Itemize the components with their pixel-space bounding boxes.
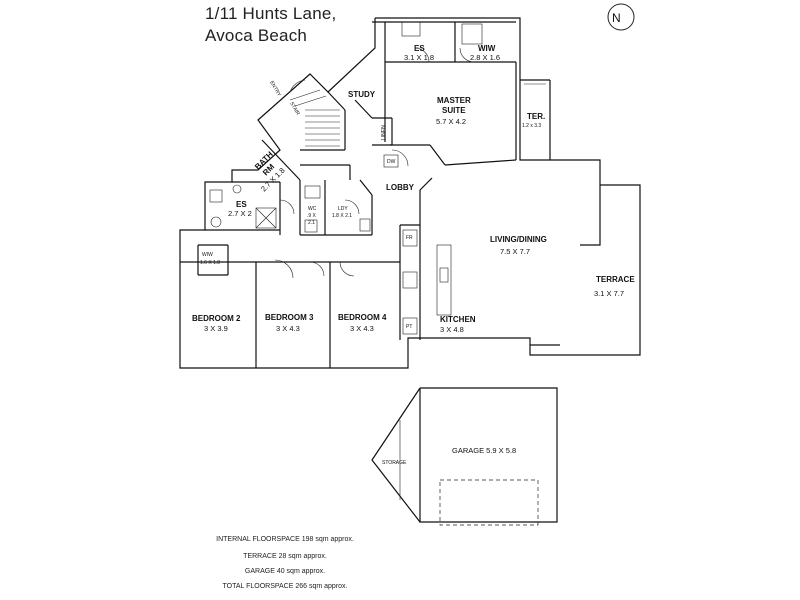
study-label: STUDY <box>348 90 376 99</box>
fixtures <box>209 21 483 335</box>
kitchen-label: KITCHEN <box>440 315 476 324</box>
wiw-top-label: WIW <box>478 44 496 53</box>
ldy-size: 1.8 X 2.1 <box>332 213 352 219</box>
terrace-floorspace: TERRACE 28 sqm approx. <box>243 553 327 560</box>
address-line-2: Avoca Beach <box>205 26 308 45</box>
upper-interior <box>180 22 517 368</box>
wc-size: .9 X <box>307 213 317 219</box>
wc-label: WC <box>308 206 317 212</box>
internal-floorspace: INTERNAL FLOORSPACE 198 sqm approx. <box>216 536 354 543</box>
kitchen-size: 3 X 4.8 <box>440 325 464 334</box>
bedroom-3-size: 3 X 4.3 <box>276 324 300 333</box>
upper-walls <box>179 17 601 369</box>
ter-label: TER. <box>527 112 545 121</box>
master-size: 5.7 X 4.2 <box>436 117 466 126</box>
staircase <box>289 89 340 147</box>
wiw-left-size: 1.6 X 1.8 <box>200 260 220 266</box>
dishwasher-label: DW <box>387 159 396 165</box>
bedroom-2-size: 3 X 3.9 <box>204 324 228 333</box>
compass-letter: N <box>612 11 621 25</box>
terrace-outline <box>529 184 641 356</box>
garage <box>371 387 558 526</box>
floor-plan: ES 3.1 X 1.8 WIW 2.8 X 1.6 MASTER SUITE … <box>179 17 641 526</box>
terrace-label: TERRACE <box>596 275 635 284</box>
storage-label: STORAGE <box>382 460 407 466</box>
living-size: 7.5 X 7.7 <box>500 247 530 256</box>
es-top-label: ES <box>414 44 425 53</box>
stair-label: STAIR <box>288 101 301 117</box>
address-line-1: 1/11 Hunts Lane, <box>205 4 337 23</box>
wiw-left-label: WIW <box>202 252 213 258</box>
bedroom-3-label: BEDROOM 3 <box>265 313 314 322</box>
es-left-size: 2.7 X 2 <box>228 209 252 218</box>
ter-size: 1.2 x 3.3 <box>522 123 541 129</box>
living-label: LIVING/DINING <box>490 235 547 244</box>
north-compass: N <box>606 2 636 32</box>
master-label-2: SUITE <box>442 106 466 115</box>
bedroom-4-label: BEDROOM 4 <box>338 313 387 322</box>
ldy-label: LDY <box>338 206 348 212</box>
lobby-label: LOBBY <box>386 183 415 192</box>
es-left-label: ES <box>236 200 247 209</box>
pantry-label: PT <box>406 324 412 330</box>
wc-size-2: 2.1 <box>308 220 315 226</box>
master-label-1: MASTER <box>437 96 471 105</box>
total-floorspace: TOTAL FLOORSPACE 266 sqm approx. <box>222 583 348 590</box>
fridge-label: FR <box>406 235 413 241</box>
linen-label: LINEN <box>381 125 387 140</box>
wiw-top-size: 2.8 X 1.6 <box>470 53 500 62</box>
garage-label: GARAGE 5.9 X 5.8 <box>452 446 516 455</box>
entry-label: ENTRY <box>268 80 282 98</box>
door-swings <box>274 47 475 279</box>
es-top-size: 3.1 X 1.8 <box>404 53 434 62</box>
garage-floorspace: GARAGE 40 sqm approx. <box>244 568 326 575</box>
terrace-size: 3.1 X 7.7 <box>594 289 624 298</box>
bedroom-4-size: 3 X 4.3 <box>350 324 374 333</box>
north-arrow-icon: N <box>607 3 635 31</box>
bedroom-2-label: BEDROOM 2 <box>192 314 241 323</box>
